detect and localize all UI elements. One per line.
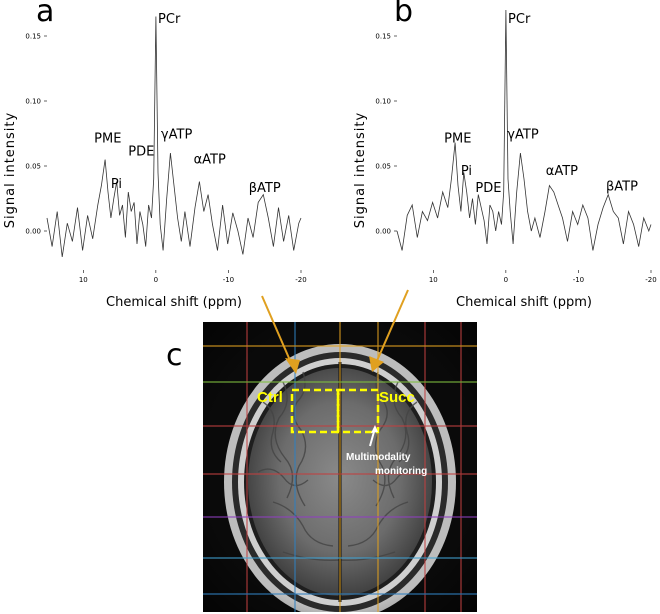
- chart-a-xtick-label: 0: [154, 276, 158, 284]
- chart-b-peak-label: PME: [444, 132, 471, 147]
- chart-a-xtick-label: -20: [295, 276, 306, 284]
- monitoring-note-line1: Multimodality: [346, 452, 411, 463]
- panel-label-a: a: [36, 0, 55, 29]
- chart-a-peak-label: γATP: [161, 128, 193, 143]
- chart-b-xtick-label: -20: [645, 276, 656, 284]
- chart-b-ytick-label: 0.15: [375, 33, 391, 41]
- chart-a-xtick-label: 10: [79, 276, 88, 284]
- panel-label-c: c: [166, 338, 183, 373]
- chart-b-ytick-label: 0.05: [375, 163, 391, 171]
- chart-a-peak-label: PME: [94, 132, 121, 147]
- chart-a-peak-label: Pi: [111, 177, 122, 192]
- chart-b-peak-label: γATP: [507, 128, 539, 143]
- monitoring-note-line2: monitoring: [375, 466, 427, 477]
- succ-label: Succ: [379, 389, 415, 406]
- chart-b-peak-label: PDE: [475, 181, 501, 196]
- ctrl-label: Ctrl: [257, 389, 283, 406]
- chart-b-ytick-label: 0.10: [375, 98, 391, 106]
- chart-b-peak-label: Pi: [461, 164, 472, 179]
- chart-a-ytick-label: 0.05: [25, 163, 41, 171]
- chart-b-ytick-label: 0.00: [375, 228, 391, 236]
- roi-box-succ: [336, 388, 380, 434]
- panel-label-b: b: [394, 0, 414, 29]
- chart-b-peak-label: PCr: [508, 12, 531, 27]
- chart-a-yaxis-label: Signal intensity: [3, 112, 18, 228]
- chart-b-xtick-label: 10: [429, 276, 438, 284]
- chart-b-xaxis-label: Chemical shift (ppm): [456, 295, 592, 310]
- chart-b-xtick-label: -10: [573, 276, 584, 284]
- chart-a-spectrum-line: [46, 16, 302, 258]
- chart-a-ytick-label: 0.15: [25, 33, 41, 41]
- chart-a-xtick-label: -10: [223, 276, 234, 284]
- chart-b-spectrum-line: [396, 9, 652, 251]
- chart-a-peak-label: βATP: [249, 181, 281, 196]
- chart-b-peak-label: βATP: [606, 180, 638, 195]
- chart-a-ytick-label: 0.10: [25, 98, 41, 106]
- mri-brain-image: Ctrl Succ Multimodality monitoring: [203, 322, 477, 612]
- chart-b-peak-label: αATP: [546, 164, 578, 179]
- chart-a-xaxis-label: Chemical shift (ppm): [106, 295, 242, 310]
- chart-a-peak-label: PDE: [128, 145, 154, 160]
- chart-b-xtick-label: 0: [504, 276, 508, 284]
- chart-a-peak-label: αATP: [194, 152, 226, 167]
- chart-a-ytick-label: 0.00: [25, 228, 41, 236]
- chart-a-peak-label: PCr: [158, 12, 181, 27]
- chart-b-yaxis-label: Signal intensity: [353, 112, 368, 228]
